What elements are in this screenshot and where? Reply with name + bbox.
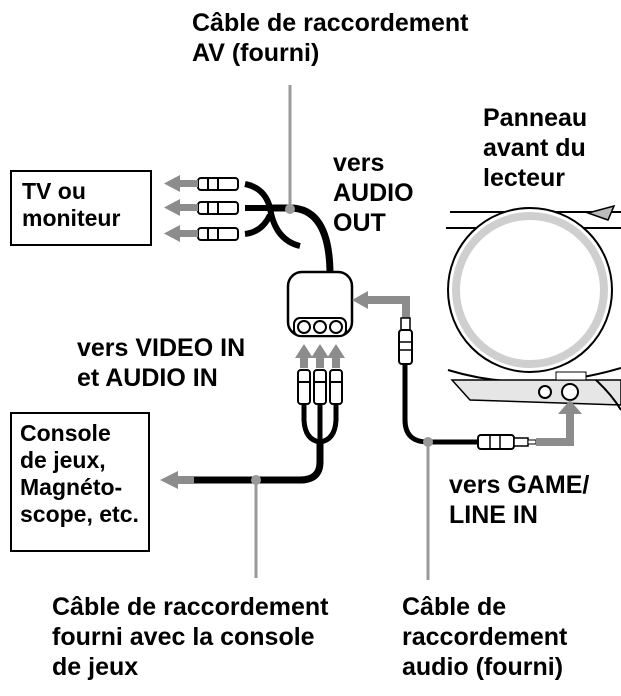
audio-cable-label-line1: Câble de bbox=[402, 593, 507, 621]
console-cable-label-line2: fourni avec la console bbox=[52, 623, 315, 651]
audio-cable bbox=[352, 291, 582, 450]
tv-arrows bbox=[164, 175, 198, 242]
av-cable-label: Câble de raccordement AV (fourni) bbox=[192, 8, 469, 68]
av-cable bbox=[164, 175, 334, 276]
audio-out-label-line2: AUDIO bbox=[333, 179, 414, 207]
audio-cable-label: Câble de raccordement audio (fourni) bbox=[402, 592, 567, 682]
audio-cable-label-line2: raccordement bbox=[402, 623, 568, 651]
game-line-in-jack bbox=[561, 383, 579, 401]
console-box-line1: Console bbox=[20, 420, 111, 446]
audio-out-label-line1: vers bbox=[333, 149, 385, 177]
front-panel-label-line1: Panneau bbox=[483, 104, 588, 132]
game-line-in-label-line2: LINE IN bbox=[449, 501, 538, 529]
eject-icon bbox=[585, 204, 616, 221]
audio-out-label: vers AUDIO OUT bbox=[333, 148, 414, 238]
console-cable-label-line3: de jeux bbox=[52, 653, 139, 681]
video-in-label-line2: et AUDIO IN bbox=[77, 364, 218, 392]
console-cable bbox=[160, 369, 343, 489]
front-panel-label-line2: avant du bbox=[483, 134, 586, 162]
av-cable-label-line2: AV (fourni) bbox=[192, 39, 320, 67]
console-arrow bbox=[160, 471, 194, 489]
video-in-arrows bbox=[295, 344, 345, 368]
game-line-in-arrow bbox=[536, 400, 582, 446]
av-adaptor-block bbox=[286, 270, 354, 338]
console-cable-label: Câble de raccordement fourni avec la con… bbox=[52, 592, 329, 682]
game-line-in-label: vers GAME/ LINE IN bbox=[449, 470, 589, 530]
tv-box-line2: moniteur bbox=[22, 205, 121, 231]
console-cable-label-line1: Câble de raccordement bbox=[52, 593, 329, 621]
video-in-label: vers VIDEO IN et AUDIO IN bbox=[77, 333, 245, 393]
console-box-line3: Magnéto- bbox=[20, 474, 123, 500]
front-panel-label: Panneau avant du lecteur bbox=[483, 103, 587, 193]
video-in-label-line1: vers VIDEO IN bbox=[77, 334, 246, 362]
audio-out-label-line3: OUT bbox=[333, 209, 386, 237]
av-cable-label-line1: Câble de raccordement bbox=[192, 9, 469, 37]
rca-plug-middle bbox=[197, 201, 239, 215]
player-front-panel bbox=[446, 204, 621, 411]
console-box-line2: de jeux, bbox=[20, 447, 106, 473]
game-console-box: Console de jeux, Magnéto- scope, etc. bbox=[10, 412, 150, 552]
rca-plug-bottom bbox=[197, 227, 239, 241]
rca-plug-top bbox=[197, 177, 239, 191]
tv-monitor-box: TV ou moniteur bbox=[10, 170, 152, 246]
tv-box-line1: TV ou bbox=[22, 178, 86, 204]
console-box-line4: scope, etc. bbox=[20, 501, 139, 527]
game-line-in-label-line1: vers GAME/ bbox=[449, 471, 590, 499]
audio-cable-label-line3: audio (fourni) bbox=[402, 653, 564, 681]
audio-out-arrow bbox=[352, 291, 410, 318]
front-panel-label-line3: lecteur bbox=[483, 164, 565, 192]
